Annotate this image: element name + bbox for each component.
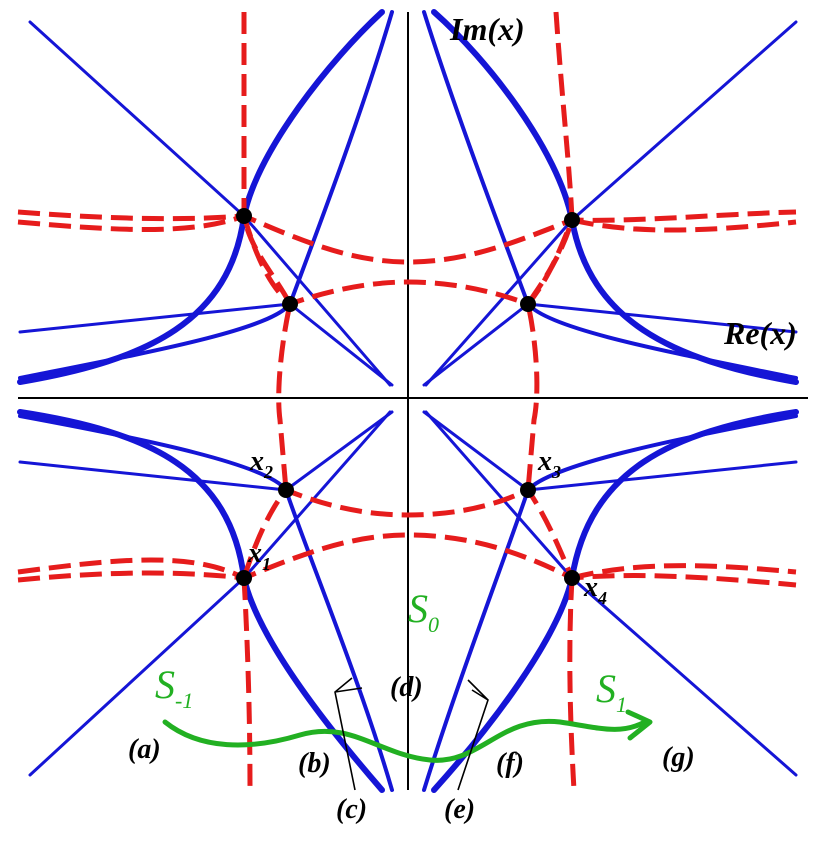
saddle-points [236, 208, 580, 586]
pointer-e [457, 679, 489, 791]
blue-curve [18, 302, 292, 334]
red-dashed-curve [525, 11, 575, 491]
sector-s1-label: S1 [596, 666, 627, 717]
x4-label: x4 [583, 572, 607, 608]
saddle-point [236, 208, 252, 224]
red-dashed-curves [17, 11, 797, 791]
red-dashed-curve [241, 577, 253, 791]
label-pointers [334, 677, 489, 791]
saddle-point [520, 296, 536, 312]
x1-label: x1 [247, 538, 271, 574]
red-dashed-curve [241, 12, 293, 491]
x2-label: x2 [249, 446, 273, 482]
region-a-label: (a) [128, 734, 161, 765]
saddle-point-x2 [278, 482, 294, 498]
region-b-label: (b) [298, 748, 331, 779]
region-d-label: (d) [390, 672, 423, 703]
red-dashed-curve [17, 486, 797, 581]
re-axis-label: Re(x) [723, 315, 797, 351]
region-c-label: (c) [336, 794, 367, 825]
sector-s-minus-1-label: S-1 [155, 662, 193, 713]
blue-curve [28, 410, 392, 777]
red-dashed-curve [17, 213, 797, 307]
red-dashed-curve [567, 577, 577, 791]
saddle-point-x3 [520, 482, 536, 498]
x3-label: x3 [537, 446, 561, 482]
integration-path-arrowhead [625, 709, 653, 741]
integration-path [162, 718, 648, 763]
im-axis-label: Im(x) [449, 11, 525, 47]
blue-curve [18, 460, 288, 492]
red-dashed-curve [17, 532, 797, 588]
blue-curve [284, 410, 394, 492]
blue-curve [526, 460, 798, 492]
red-dashed-curve [17, 209, 797, 265]
sector-s0-label: S0 [408, 586, 439, 637]
pointer-c [334, 677, 363, 791]
saddle-point-x4 [564, 570, 580, 586]
saddle-point [564, 212, 580, 228]
saddle-point [282, 296, 298, 312]
blue-curve [288, 302, 394, 387]
region-f-label: (f) [496, 748, 524, 779]
blue-curve [422, 302, 530, 387]
blue-curve [526, 302, 798, 334]
region-e-label: (e) [444, 794, 475, 825]
saddle-point-x1 [236, 570, 252, 586]
blue-curve [422, 410, 530, 492]
blue-curve [28, 20, 392, 387]
region-g-label: (g) [662, 742, 695, 773]
